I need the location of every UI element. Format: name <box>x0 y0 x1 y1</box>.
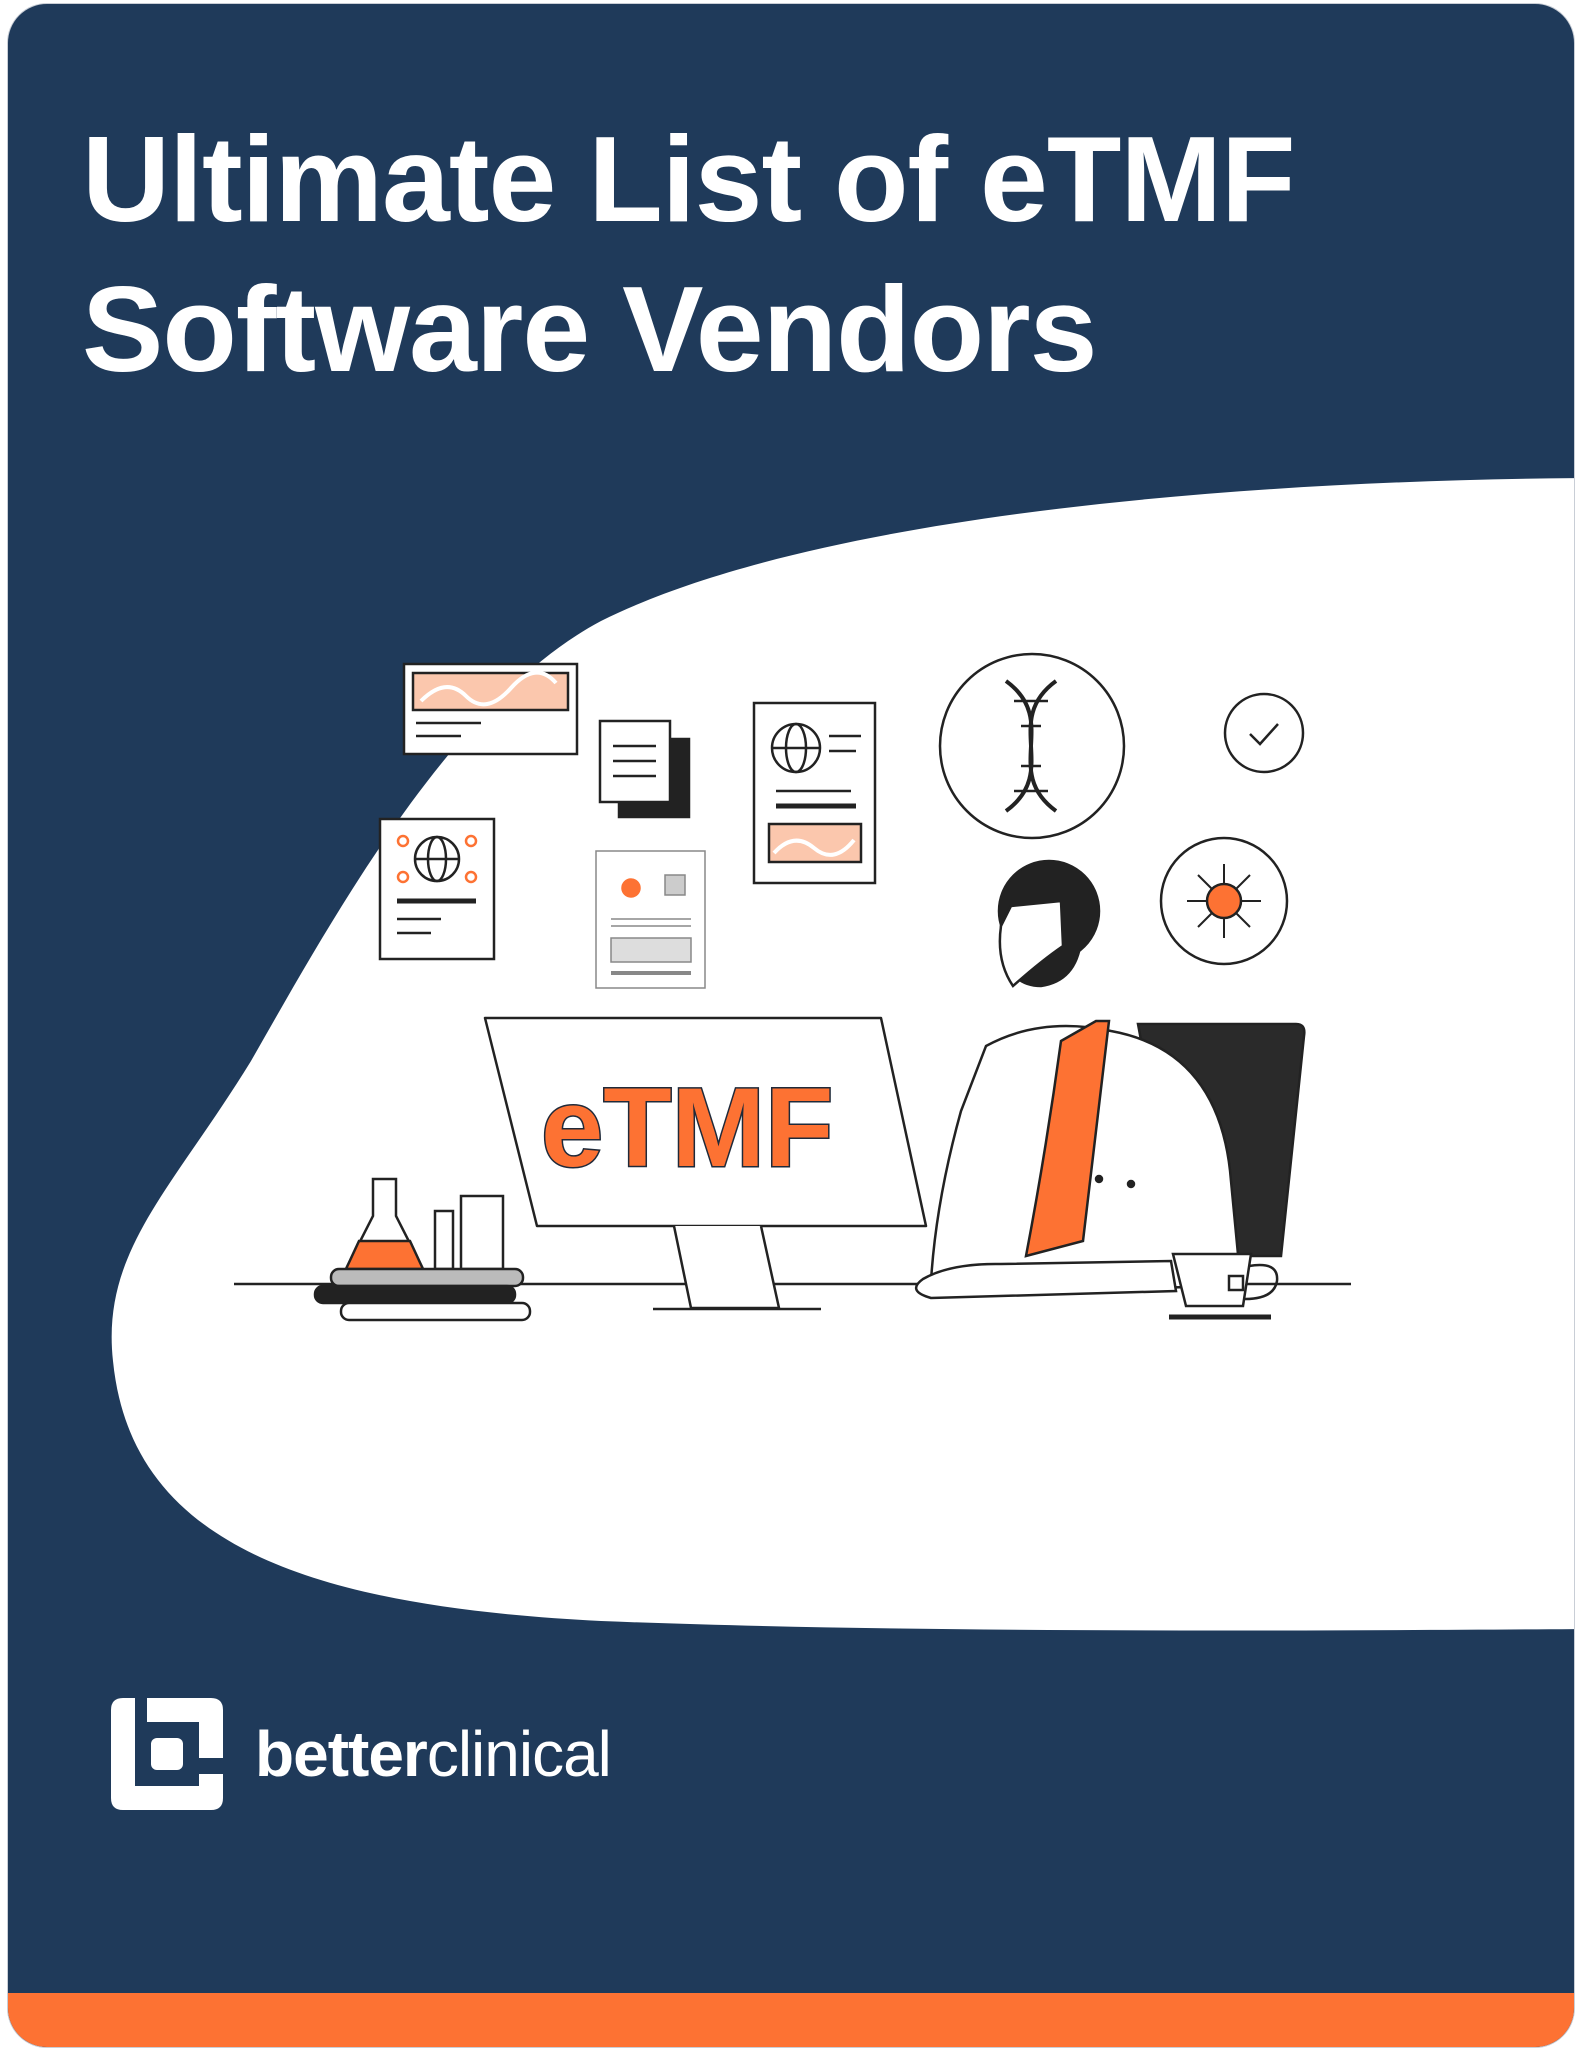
dna-icon <box>938 652 1126 840</box>
brand-name: betterclinical <box>255 1718 612 1790</box>
monitor-screen-text: eTMF <box>541 1065 833 1190</box>
person <box>914 859 1243 1300</box>
cover-card: eTMF Ultimate List of eTMF Software Vend… <box>7 3 1575 2048</box>
globe-document-icon <box>752 701 877 885</box>
checkmark-icon <box>1223 692 1305 774</box>
title-line-1: Ultimate List of eTMF <box>82 111 1296 247</box>
books-icon <box>313 1267 532 1322</box>
globe-certificate-icon <box>378 817 496 961</box>
flask-icon <box>343 1177 505 1271</box>
chart-document-icon <box>402 662 579 756</box>
footer-accent-bar <box>8 1993 1574 2047</box>
virus-document-icon <box>595 850 706 989</box>
coffee-cup-icon <box>1169 1252 1279 1320</box>
bc-logo-icon <box>111 1698 223 1810</box>
page-title: Ultimate List of eTMF Software Vendors <box>82 104 1296 404</box>
title-line-2: Software Vendors <box>82 261 1098 397</box>
illustration: eTMF <box>111 478 1574 1631</box>
virus-circle-icon <box>1159 836 1289 966</box>
brand-logo: betterclinical <box>111 1698 612 1810</box>
monitor <box>483 1016 928 1311</box>
stacked-pages-icon <box>598 719 691 819</box>
